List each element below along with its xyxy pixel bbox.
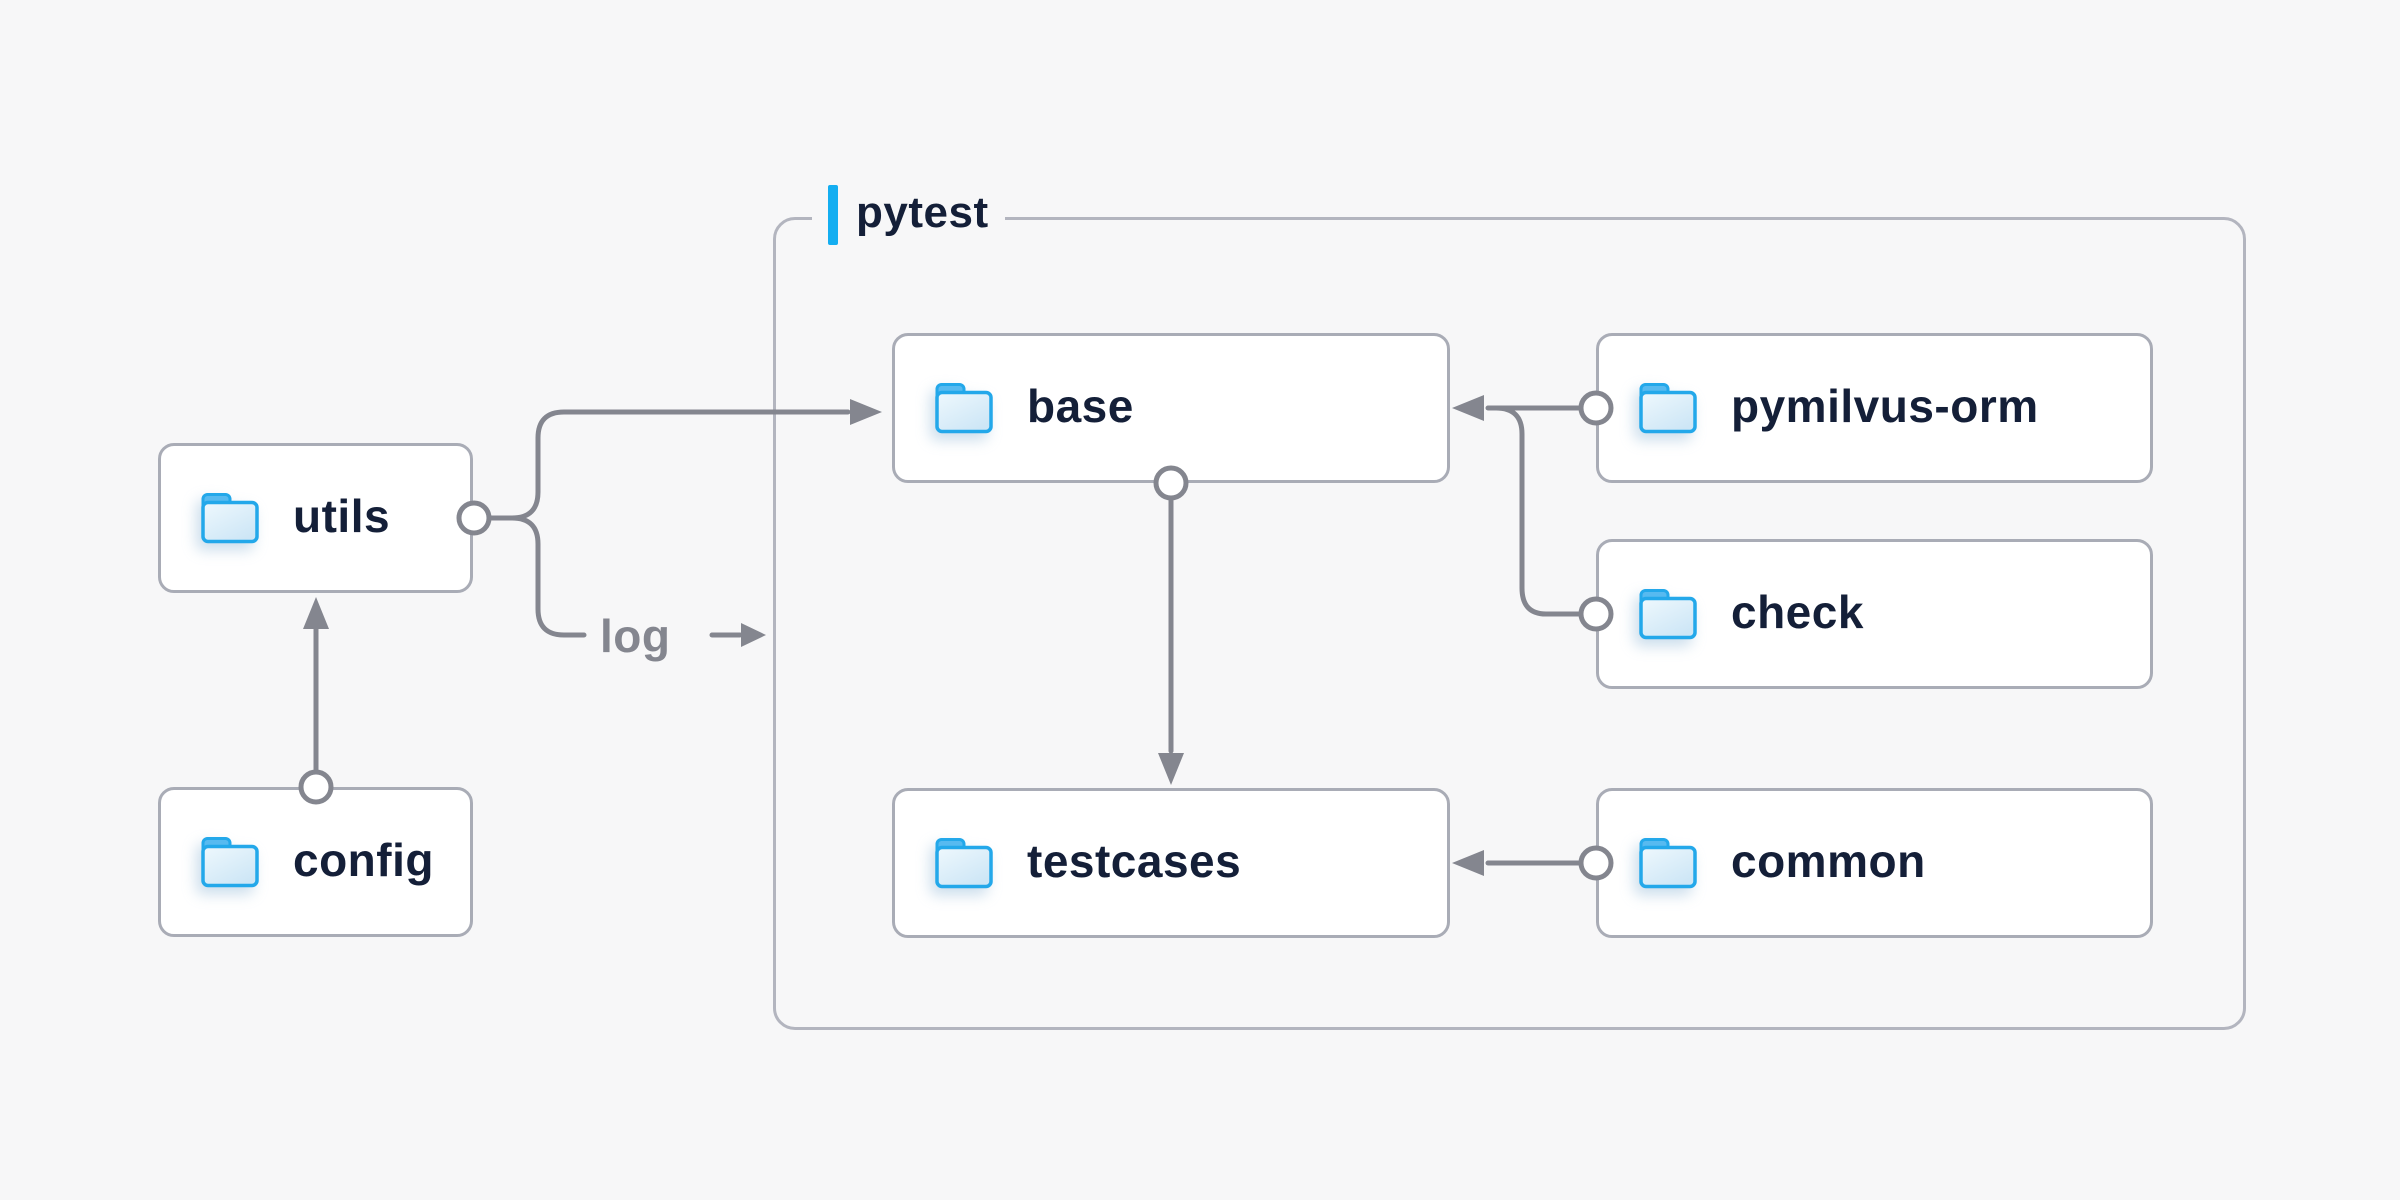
folder-icon xyxy=(933,381,995,435)
pytest-group-label: pytest xyxy=(812,183,1005,247)
edge-label-text: log xyxy=(600,610,671,662)
node-base: base xyxy=(892,333,1450,483)
node-label: check xyxy=(1731,586,1864,638)
node-utils: utils xyxy=(158,443,473,593)
folder-icon xyxy=(933,836,995,890)
node-testcases: testcases xyxy=(892,788,1450,938)
node-label: testcases xyxy=(1027,835,1242,887)
folder-icon xyxy=(1637,587,1699,641)
edge-config-to-utils xyxy=(298,597,334,805)
node-label: base xyxy=(1027,380,1134,432)
arrowhead-up xyxy=(303,597,329,629)
node-label: common xyxy=(1731,835,1926,887)
node-common: common xyxy=(1596,788,2153,938)
node-pymilvus-orm: pymilvus-orm xyxy=(1596,333,2153,483)
group-accent-bar-icon xyxy=(828,185,838,245)
node-label: utils xyxy=(293,490,391,542)
folder-icon xyxy=(199,835,261,889)
arrowhead-right xyxy=(741,623,766,647)
node-label: pymilvus-orm xyxy=(1731,380,2039,432)
folder-icon xyxy=(1637,836,1699,890)
folder-icon xyxy=(1637,381,1699,435)
node-config: config xyxy=(158,787,473,937)
folder-icon xyxy=(199,491,261,545)
edge-label-log: log xyxy=(600,608,670,664)
node-label: config xyxy=(293,834,434,886)
group-label-text: pytest xyxy=(856,188,989,237)
node-check: check xyxy=(1596,539,2153,689)
pytest-group-container xyxy=(773,217,2246,1030)
